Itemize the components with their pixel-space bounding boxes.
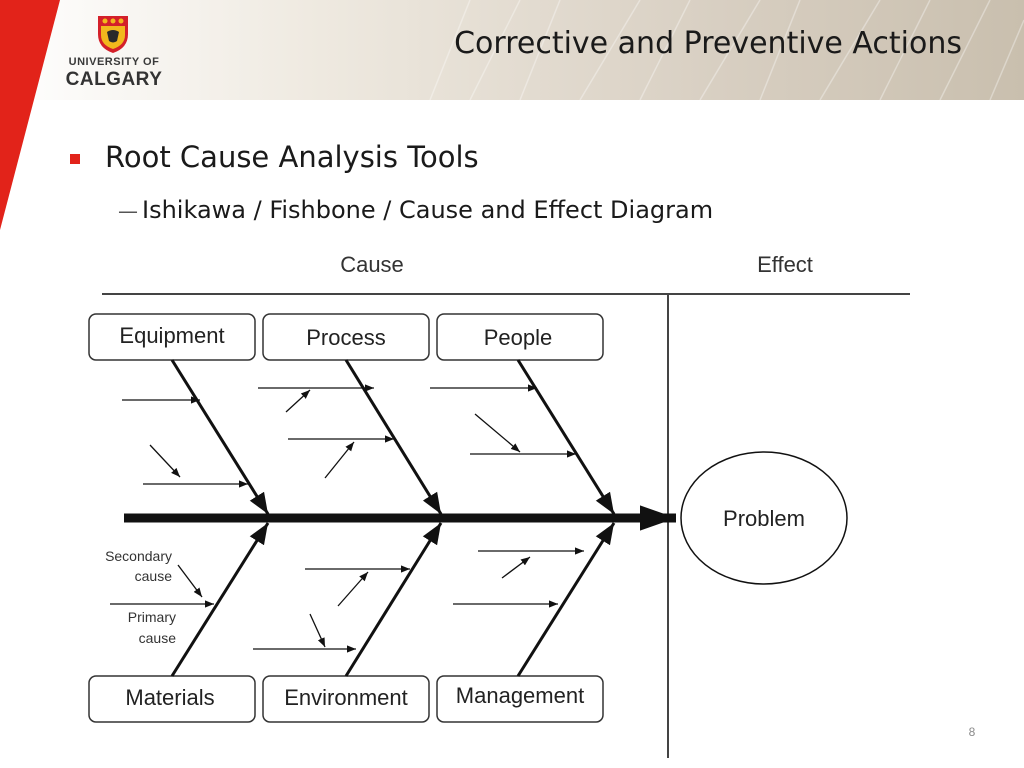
accent-stripe: [0, 0, 60, 230]
category-box-people: [436, 313, 604, 361]
bone-people: [516, 359, 616, 515]
category-label-people: People: [484, 325, 553, 350]
category-label-equipment: Equipment: [119, 323, 224, 348]
category-box-management: [436, 675, 604, 723]
secondary-cause-arrow: [337, 571, 369, 607]
bone-environment: [344, 522, 443, 677]
header-band: [0, 0, 1024, 100]
bullet-square-icon: [70, 154, 80, 164]
slide-title: Corrective and Preventive Actions: [454, 26, 962, 61]
category-label-management: Management: [456, 683, 584, 708]
secondary-cause-arrow: [501, 556, 531, 579]
secondary-cause-arrow: [149, 444, 181, 478]
header-texture: [429, 0, 1024, 100]
legend-primary-line1: Primary: [128, 609, 176, 625]
page-number: 8: [968, 725, 976, 739]
bone-materials: [170, 522, 270, 677]
bullet-item-level2: —Ishikawa / Fishbone / Cause and Effect …: [118, 196, 713, 224]
secondary-cause-arrow: [474, 413, 521, 453]
category-label-process: Process: [306, 325, 385, 350]
cause-header: Cause: [340, 252, 404, 277]
dash-bullet: —: [118, 199, 138, 223]
logo-university-text: UNIVERSITY OF: [68, 56, 160, 68]
legend-secondary-line1: Secondary: [105, 548, 172, 564]
secondary-cause-arrow: [309, 613, 326, 648]
legend-secondary-line2: cause: [135, 568, 173, 584]
university-logo: UNIVERSITY OF CALGARY: [62, 14, 166, 90]
crest-icon: [98, 16, 128, 53]
category-label-environment: Environment: [284, 685, 408, 710]
category-label-materials: Materials: [125, 685, 214, 710]
bone-process: [344, 359, 443, 515]
secondary-cause-arrow: [324, 441, 355, 479]
logo-calgary-text: CALGARY: [65, 69, 163, 90]
fishbone-diagram: Cause Effect Problem Equipment Process P…: [88, 252, 910, 758]
bullet-text-level1: Root Cause Analysis Tools: [105, 140, 479, 174]
problem-ellipse: [680, 451, 848, 585]
legend-primary-line2: cause: [139, 630, 177, 646]
problem-label: Problem: [723, 506, 805, 531]
bullet-text-level2: Ishikawa / Fishbone / Cause and Effect D…: [142, 196, 714, 224]
bone-management: [516, 522, 616, 677]
secondary-cause-arrow: [177, 564, 203, 598]
bone-equipment: [170, 359, 270, 515]
secondary-cause-arrow: [285, 389, 311, 413]
effect-header: Effect: [757, 252, 813, 277]
